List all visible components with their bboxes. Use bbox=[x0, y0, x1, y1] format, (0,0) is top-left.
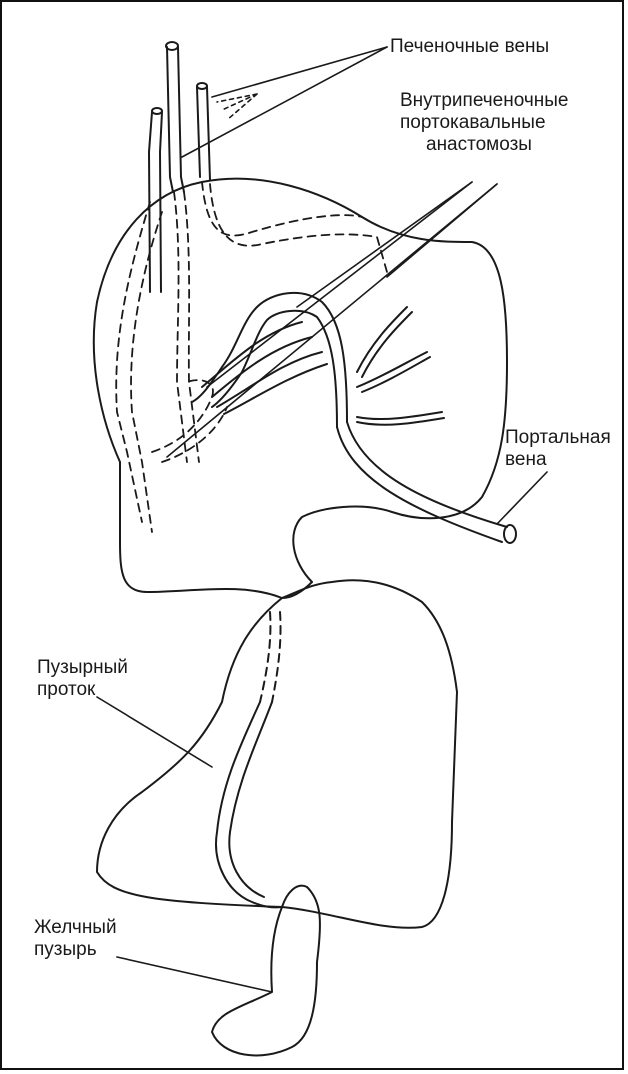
portal-vessel-2 bbox=[357, 352, 430, 392]
portal-vessel-1 bbox=[357, 307, 412, 377]
label-line: Портальная bbox=[505, 427, 611, 449]
label-line: Внутрипеченочные bbox=[400, 90, 569, 112]
cystic-duct bbox=[216, 702, 282, 907]
leader-lines bbox=[97, 47, 547, 992]
label-gallbladder: Желчный пузырь bbox=[34, 917, 117, 961]
hepatic-vein-middle-opening bbox=[166, 42, 178, 50]
liver-outline bbox=[94, 179, 507, 598]
label-line: Пузырный bbox=[37, 657, 128, 679]
cystic-duct-dashed bbox=[260, 612, 281, 702]
portal-vein-arch bbox=[192, 293, 347, 427]
intrahepatic-vessels-dashed bbox=[116, 182, 387, 532]
portal-vessel-3 bbox=[357, 412, 444, 425]
portal-vein-opening bbox=[504, 525, 516, 543]
portal-vein bbox=[337, 422, 507, 542]
hepatic-vein-right bbox=[197, 87, 210, 180]
label-line: анастомозы bbox=[426, 134, 569, 156]
label-intrahepatic-anastomoses: Внутрипеченочные портокавальные анастомо… bbox=[400, 90, 569, 156]
hepatic-vein-right-opening bbox=[197, 83, 207, 89]
lower-lobe-outline bbox=[97, 580, 457, 928]
label-portal-vein: Портальная вена bbox=[505, 427, 611, 471]
hepatic-vein-middle bbox=[167, 47, 184, 192]
label-line: проток bbox=[37, 679, 128, 701]
label-cystic-duct: Пузырный проток bbox=[37, 657, 128, 701]
gallbladder-outline bbox=[212, 886, 320, 1056]
label-line: вена bbox=[505, 449, 611, 471]
label-hepatic-veins: Печеночные вены bbox=[390, 36, 549, 58]
label-line: Желчный bbox=[34, 917, 117, 939]
label-line: пузырь bbox=[34, 939, 117, 961]
label-line: портокавальные bbox=[400, 112, 569, 134]
hepatic-vein-left-opening bbox=[152, 108, 162, 114]
